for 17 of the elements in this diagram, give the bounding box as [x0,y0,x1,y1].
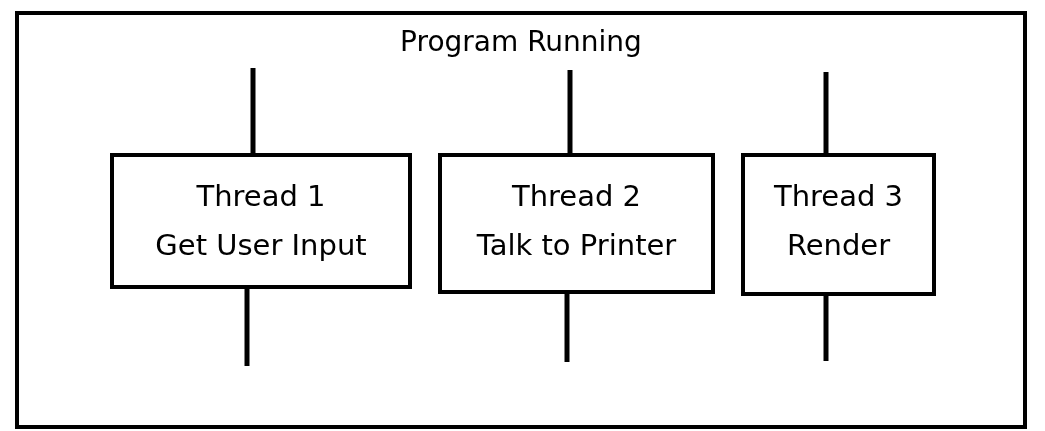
line [823,72,829,153]
line [567,70,573,153]
thread-box [438,153,715,294]
thread-name: Thread 1 [196,179,326,213]
frame-title: Program Running [400,25,642,58]
thread-task: Talk to Printer [476,228,677,262]
line [244,289,250,366]
thread-name: Thread 2 [511,179,642,213]
line [564,294,570,362]
thread-name: Thread 3 [773,179,904,213]
program-frame [15,11,1027,429]
thread-task: Get User Input [155,228,367,262]
thread-box [741,153,936,296]
thread-task: Render [786,228,891,262]
line [823,296,829,361]
line [250,68,256,153]
thread-box [110,153,412,289]
